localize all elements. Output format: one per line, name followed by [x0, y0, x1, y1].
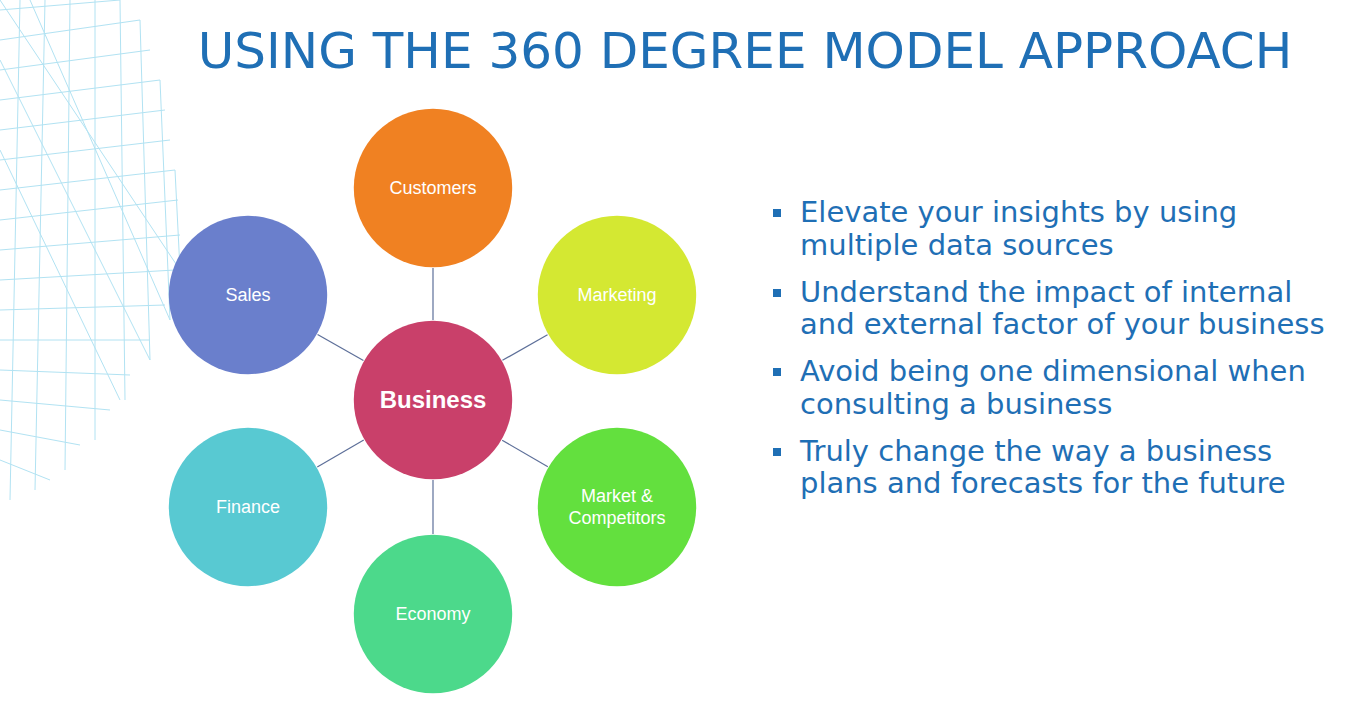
connector-line [502, 440, 548, 467]
connector-line [317, 440, 363, 467]
connector-line [432, 268, 433, 320]
finance-circle: Finance [168, 427, 328, 587]
slide-title: USING THE 360 DEGREE MODEL APPROACH [150, 22, 1340, 80]
wireframe-decoration [0, 0, 200, 520]
bullet-text: Truly change the way a business plans an… [800, 434, 1286, 501]
bullet-list: Elevate your insights by using multiple … [770, 196, 1340, 500]
node-label: Marketing [577, 284, 656, 307]
bullet-text: Avoid being one dimensional when consult… [800, 354, 1306, 421]
business-circle: Business [353, 320, 513, 480]
bullet-text: Elevate your insights by using multiple … [800, 195, 1237, 262]
node-label: Customers [389, 177, 476, 200]
bullet-square [773, 368, 781, 376]
customers-circle: Customers [353, 108, 513, 268]
bullet-text: Understand the impact of internal and ex… [800, 275, 1325, 342]
node-label: Economy [395, 603, 470, 626]
bullet-item: Truly change the way a business plans an… [770, 435, 1340, 501]
node-label: Market & Competitors [558, 485, 676, 530]
circle-shape [537, 427, 697, 587]
marketing-circle: Marketing [537, 215, 697, 375]
node-label: Business [380, 385, 487, 415]
bullet-square [773, 448, 781, 456]
connector-line [432, 480, 433, 534]
connector-line [318, 334, 364, 360]
bullet-item: Understand the impact of internal and ex… [770, 276, 1340, 342]
bullet-item: Elevate your insights by using multiple … [770, 196, 1340, 262]
bullet-item: Avoid being one dimensional when consult… [770, 355, 1340, 421]
connector-line [502, 335, 547, 361]
market-circle: Market & Competitors [537, 427, 697, 587]
node-label: Finance [216, 496, 280, 519]
sales-circle: Sales [168, 215, 328, 375]
bullet-square [773, 209, 781, 217]
node-label: Sales [225, 284, 270, 307]
economy-circle: Economy [353, 534, 513, 694]
bullet-square [773, 289, 781, 297]
